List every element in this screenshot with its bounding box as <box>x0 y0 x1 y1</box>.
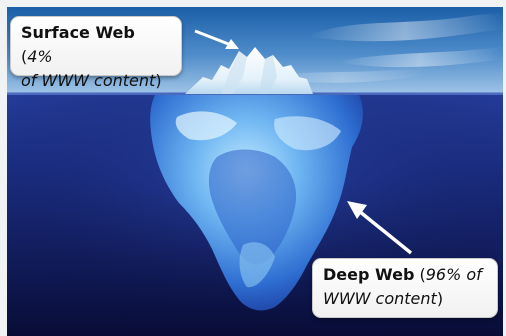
deep-web-percent: 96% of <box>425 265 482 284</box>
surface-web-close-paren: ) <box>155 71 162 90</box>
surface-web-percent: 4% <box>27 47 53 66</box>
iceberg-submerged <box>150 95 363 311</box>
surface-web-title: Surface Web <box>21 23 135 42</box>
iceberg-tip <box>185 47 313 94</box>
surface-web-open-paren: ( <box>21 47 28 66</box>
surface-arrow <box>194 29 239 49</box>
surface-web-callout: Surface Web (4% of WWW content) <box>10 16 182 90</box>
deep-arrow <box>347 201 413 255</box>
surface-web-detail: of WWW content <box>21 71 156 90</box>
deep-web-callout: Deep Web (96% of WWW content) <box>312 258 498 318</box>
deep-web-open-paren: ( <box>414 265 426 284</box>
deep-web-close-paren: ) <box>436 289 444 308</box>
deep-web-title: Deep Web <box>323 265 415 284</box>
deep-web-detail: WWW content <box>323 289 437 308</box>
